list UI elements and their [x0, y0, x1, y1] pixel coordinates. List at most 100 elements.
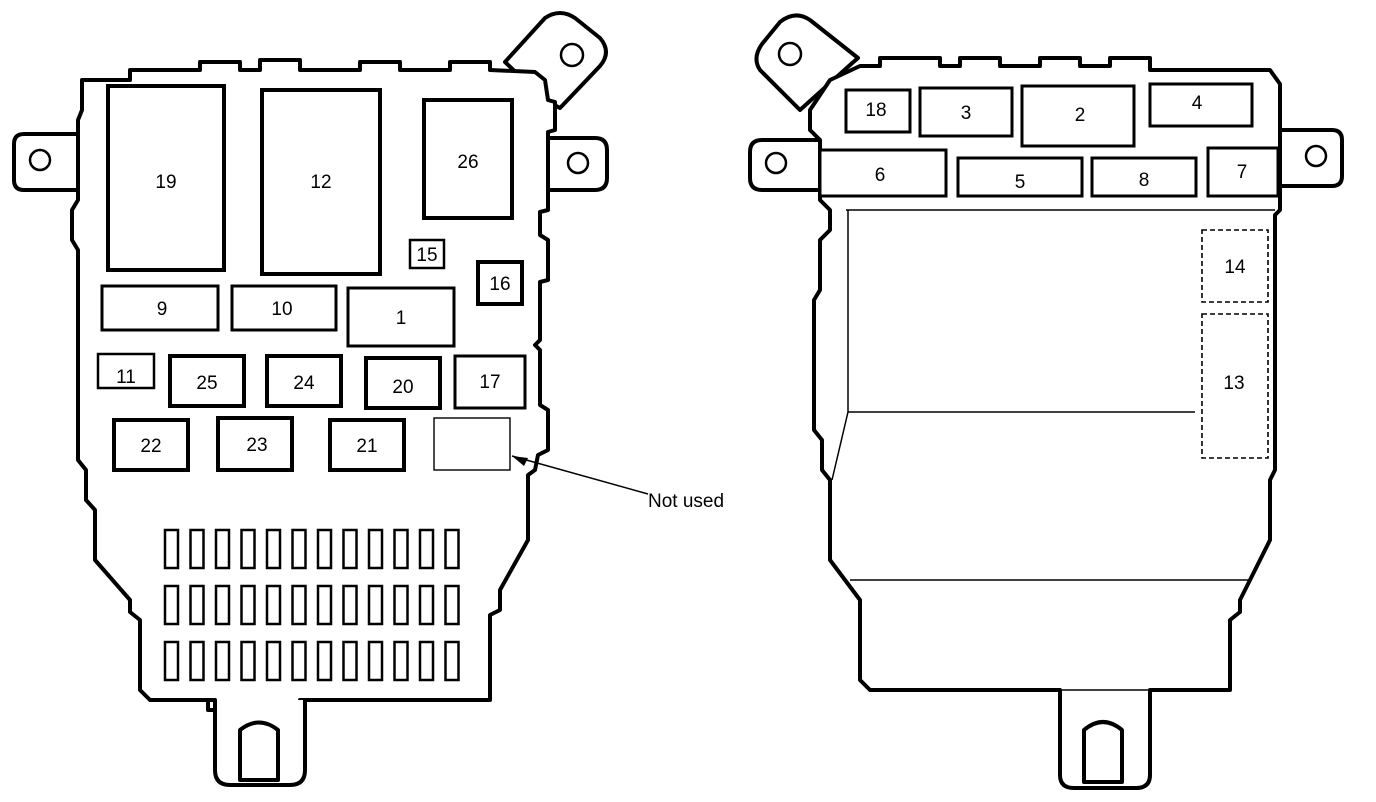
relay-20-label: 20 [392, 377, 413, 398]
fuse-10 [230, 284, 338, 332]
mini-fuse-slot [163, 528, 180, 570]
rear-relay-13-label: 13 [1223, 373, 1244, 394]
fuse-11 [96, 352, 156, 390]
fuse-6 [818, 148, 948, 198]
fuse-8-label: 8 [1139, 170, 1150, 191]
mini-fuse-slot [189, 640, 205, 682]
right-bottom-slot [1082, 720, 1124, 784]
rear-relay-13 [1201, 313, 1269, 459]
left-fuse-box: 19 12 26 15 16 9 10 1 11 25 24 20 17 22 … [12, 11, 724, 787]
fuse-15-label: 15 [416, 245, 437, 266]
fuse-10-label: 10 [271, 299, 292, 320]
relay-22-label: 22 [140, 436, 161, 457]
mini-fuse-slot [367, 584, 384, 626]
mini-fuse-slot [444, 640, 460, 682]
mini-fuse-slot [316, 640, 333, 682]
mini-fuse-slot [316, 528, 333, 570]
mini-fuse-slot [316, 584, 333, 626]
mini-fuse-slot [265, 584, 282, 626]
fuse-11-label: 11 [116, 367, 136, 388]
fuse-17 [453, 354, 527, 410]
mini-fuse-slot [342, 528, 358, 570]
callout-arrowhead [512, 456, 528, 466]
fuse-9 [100, 284, 220, 332]
mini-fuse-slot [393, 640, 409, 682]
fuse-4-label: 4 [1192, 93, 1203, 114]
callout-leader-line [511, 455, 649, 495]
mini-fuse-slot [393, 584, 409, 626]
fuse-3 [918, 86, 1014, 138]
mini-fuse-slot [444, 584, 460, 626]
fuse-4 [1148, 82, 1254, 128]
mini-fuse-slot [418, 640, 435, 682]
mini-fuse-slot [163, 584, 180, 626]
relay-24-label: 24 [293, 373, 315, 394]
right-fuse-box: 18 3 2 4 6 5 8 7 14 13 [748, 13, 1344, 790]
relay-25 [168, 354, 246, 408]
fuse-18-label: 18 [865, 100, 886, 121]
mini-fuse-slot [189, 528, 205, 570]
relay-23-label: 23 [246, 435, 267, 456]
fuse-15 [408, 238, 446, 270]
fuse-7-label: 7 [1237, 162, 1248, 183]
mini-fuse-slot [393, 528, 409, 570]
relay-26-label: 26 [457, 152, 478, 173]
fuse-17-label: 17 [479, 372, 500, 393]
mini-fuse-slot [163, 640, 180, 682]
rear-relay-14-label: 14 [1224, 257, 1246, 278]
mini-fuse-slot [342, 640, 358, 682]
mini-fuse-slot [367, 640, 384, 682]
fuse-7 [1206, 146, 1280, 198]
relay-16 [476, 260, 524, 306]
mini-fuse-slot [418, 528, 435, 570]
fuse-9-label: 9 [157, 299, 168, 320]
right-top-mount-hole [777, 41, 803, 67]
mini-fuse-slot [214, 584, 231, 626]
mini-fuse-slot [444, 528, 460, 570]
fuse-1 [346, 286, 456, 348]
unused-slot [433, 417, 511, 471]
left-side-ear-hole [28, 148, 52, 172]
fuse-2 [1020, 84, 1136, 148]
fuse-1-label: 1 [396, 308, 407, 329]
right-inner-diag-line [831, 411, 849, 481]
mini-fuse-slot [240, 528, 256, 570]
relay-23 [216, 416, 294, 472]
left-bottom-slot [238, 720, 280, 782]
fuse-6-label: 6 [875, 165, 886, 186]
mini-fuse-slot [265, 528, 282, 570]
mini-fuse-grid [163, 528, 460, 682]
mini-fuse-slot [291, 584, 307, 626]
callout-not-used: Not used [648, 491, 724, 512]
mini-fuse-slot [214, 640, 231, 682]
relay-12-label: 12 [310, 172, 331, 193]
relay-16-label: 16 [489, 274, 510, 295]
relay-19 [106, 84, 226, 272]
relay-21 [328, 418, 406, 472]
fuse-5 [956, 156, 1084, 198]
fuse-3-label: 3 [961, 103, 972, 124]
mini-fuse-slot [214, 528, 231, 570]
mini-fuse-slot [291, 640, 307, 682]
mini-fuse-slot [240, 640, 256, 682]
relay-25-label: 25 [196, 373, 217, 394]
relay-22 [112, 418, 190, 472]
fuse-8 [1090, 156, 1198, 198]
mini-fuse-slot [342, 584, 358, 626]
mini-fuse-slot [367, 528, 384, 570]
mini-fuse-slot [291, 528, 307, 570]
mini-fuse-slot [265, 640, 282, 682]
relay-26 [422, 98, 514, 220]
relay-20 [364, 356, 442, 410]
left-top-mount-hole [559, 42, 585, 68]
fuse-2-label: 2 [1075, 105, 1086, 126]
mini-fuse-slot [240, 584, 256, 626]
left-right-ear-hole [566, 151, 590, 175]
relay-21-label: 21 [356, 436, 377, 457]
mini-fuse-slot [418, 584, 435, 626]
mini-fuse-slot [189, 584, 205, 626]
relay-12 [260, 88, 382, 276]
fuse-5-label: 5 [1015, 172, 1026, 193]
